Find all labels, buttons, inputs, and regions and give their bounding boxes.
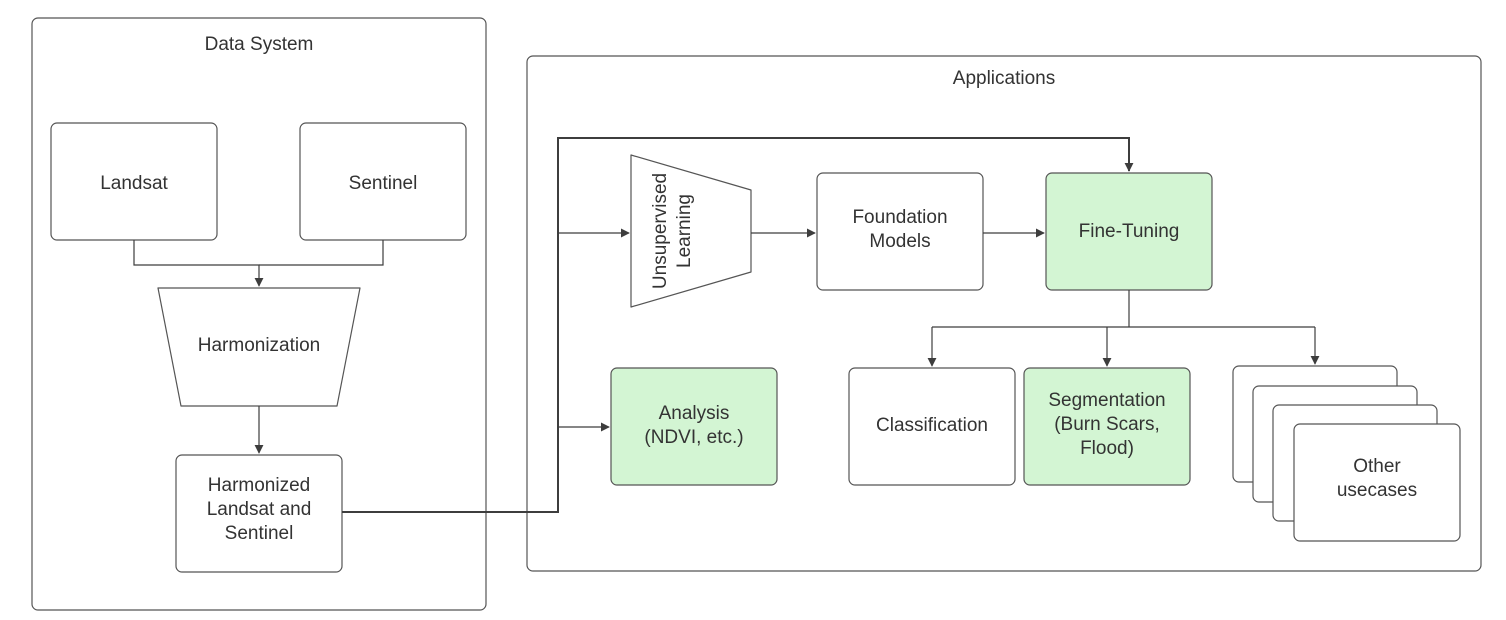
svg-text:Classification: Classification — [876, 415, 988, 436]
svg-text:Fine-Tuning: Fine-Tuning — [1079, 221, 1180, 242]
svg-text:(Burn Scars,: (Burn Scars, — [1054, 414, 1160, 435]
svg-text:Other: Other — [1353, 456, 1401, 477]
svg-text:Analysis: Analysis — [659, 403, 730, 424]
sentinel-node: Sentinel — [299, 122, 467, 241]
svg-text:Models: Models — [869, 231, 930, 252]
harmonized-to-applications-connector — [342, 137, 1134, 513]
svg-text:Segmentation: Segmentation — [1048, 390, 1165, 411]
connectors — [133, 137, 1320, 513]
svg-text:Unsupervised: Unsupervised — [650, 173, 671, 289]
data-system-title: Data System — [205, 34, 314, 55]
harmonized-node: Harmonized Landsat and Sentinel — [175, 454, 343, 573]
applications-container — [526, 55, 1482, 572]
harmonization-node: Harmonization — [157, 287, 361, 407]
svg-text:Sentinel: Sentinel — [225, 523, 294, 544]
analysis-node: Analysis (NDVI, etc.) — [610, 367, 778, 486]
svg-text:Harmonized: Harmonized — [208, 475, 310, 496]
svg-text:Landsat and: Landsat and — [207, 499, 312, 520]
unsupervised-learning-node: Unsupervised Learning — [630, 154, 752, 308]
landsat-node: Landsat — [50, 122, 218, 241]
svg-text:(NDVI, etc.): (NDVI, etc.) — [644, 427, 743, 448]
svg-text:Foundation: Foundation — [852, 207, 947, 228]
other-usecases-stack: Other usecases — [1232, 365, 1461, 542]
sentinel-to-harmonization-connector — [259, 240, 384, 266]
fine-tuning-node: Fine-Tuning — [1045, 172, 1213, 291]
svg-text:Flood): Flood) — [1080, 438, 1134, 459]
foundation-models-node: Foundation Models — [816, 172, 984, 291]
classification-node: Classification — [848, 367, 1016, 486]
landsat-to-harmonization-connector — [133, 240, 264, 287]
svg-text:usecases: usecases — [1337, 480, 1417, 501]
applications-title: Applications — [953, 68, 1055, 89]
data-system-container — [31, 17, 487, 611]
svg-text:Sentinel: Sentinel — [349, 173, 418, 194]
segmentation-node: Segmentation (Burn Scars, Flood) — [1023, 367, 1191, 486]
svg-text:Learning: Learning — [674, 194, 695, 268]
svg-text:Landsat: Landsat — [100, 173, 168, 194]
svg-text:Harmonization: Harmonization — [198, 335, 321, 356]
